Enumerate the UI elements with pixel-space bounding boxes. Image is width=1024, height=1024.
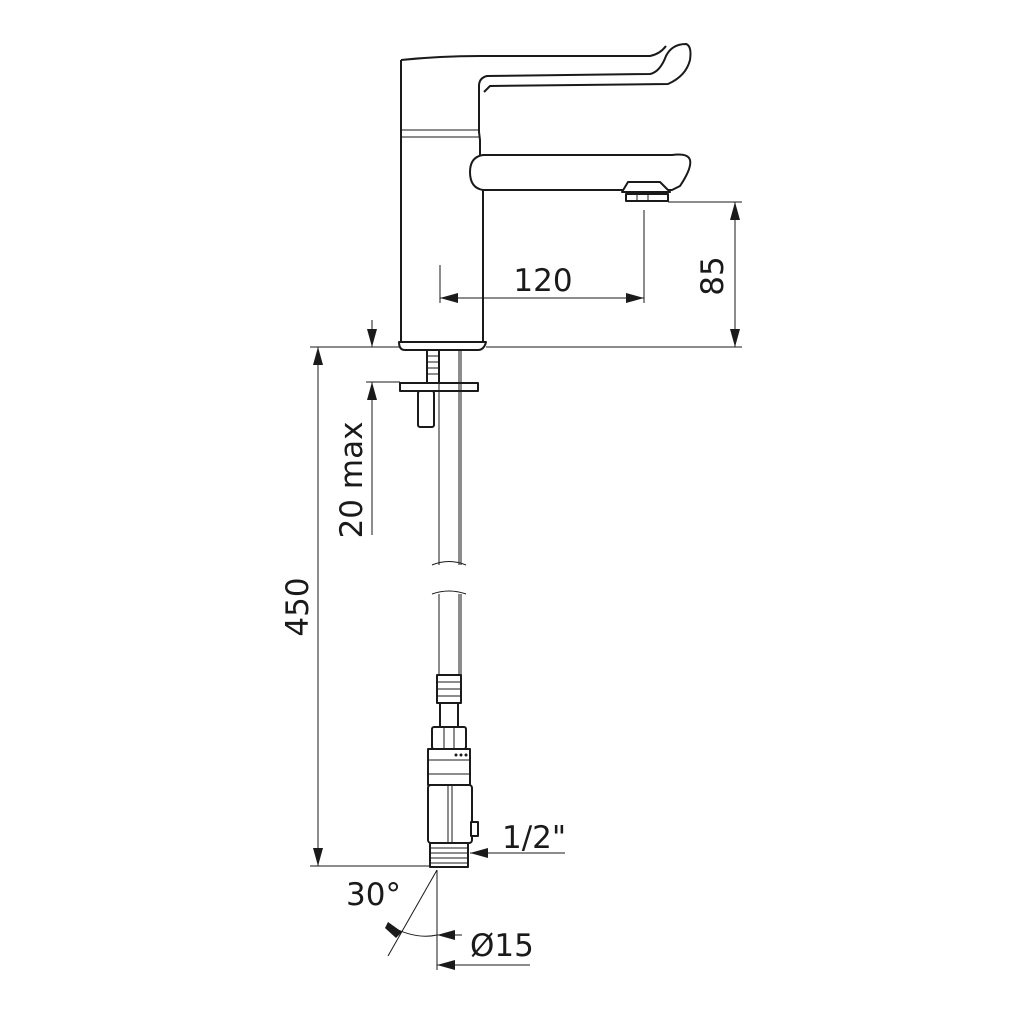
hose-break <box>431 561 467 595</box>
dimension-label-120: 120 <box>513 263 572 299</box>
dimension-hose-length: 450 <box>280 347 430 867</box>
dimension-label-85: 85 <box>695 256 731 295</box>
dimension-thread: 1/2" <box>470 820 566 858</box>
dimension-diameter: Ø15 <box>437 928 534 970</box>
under-deck-fixing <box>399 349 479 565</box>
faucet-body <box>398 43 692 351</box>
dimension-label-450: 450 <box>280 577 316 636</box>
dimension-label-angle: 30° <box>346 877 401 913</box>
dimension-spout-reach: 120 <box>439 210 645 303</box>
dimension-spout-height: 85 <box>486 201 742 348</box>
dimension-label-diameter: Ø15 <box>470 928 534 964</box>
dimension-label-thread: 1/2" <box>502 820 566 856</box>
dimension-deck-thickness: 20 max <box>310 320 400 538</box>
flexible-hose <box>427 594 479 868</box>
dimension-label-20-max: 20 max <box>334 422 370 539</box>
dimension-angle: 30° <box>346 869 438 970</box>
